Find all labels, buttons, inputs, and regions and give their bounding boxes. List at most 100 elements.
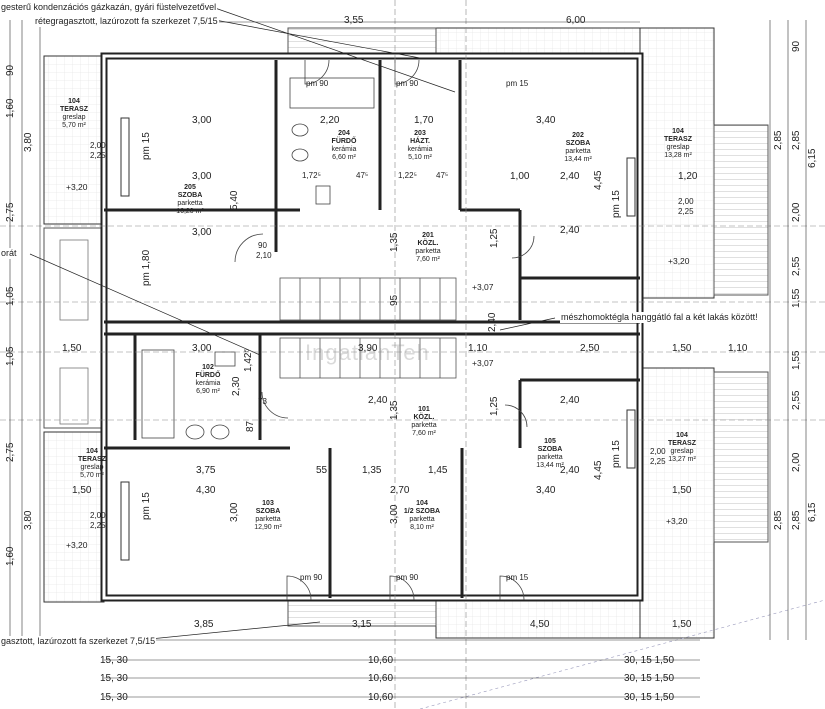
dim-w722: 1,72⁵ xyxy=(302,171,321,180)
level-lower-stair: +3,07 xyxy=(472,358,494,368)
dim-r-0: 90 xyxy=(791,40,802,52)
dim-bot-tl: 1,50 xyxy=(72,485,92,496)
dim-w1425: 1,42⁵ xyxy=(243,348,254,372)
dim-v095: 95 xyxy=(389,294,400,306)
dim-bottom-b: 3,15 xyxy=(352,619,372,630)
dim-bottom-d: 1,50 xyxy=(672,619,692,630)
dim-low-e: 2,40 xyxy=(560,465,580,476)
dim-v300d: 3,00 xyxy=(389,504,400,524)
level-terrace-br: +3,20 xyxy=(666,516,688,526)
note-left-cut: orát xyxy=(0,248,18,259)
dim-door200-br: 2,00 xyxy=(650,447,666,456)
dim-bottom-row1-b: 10,60 xyxy=(368,655,394,666)
dim-top-2: 6,00 xyxy=(566,15,586,26)
dim-r-7: 6,15 xyxy=(807,148,818,168)
dim-d120: 1,20 xyxy=(678,171,698,182)
dim-mid-h: 1,50 xyxy=(62,343,82,354)
dim-r-10: 1,55 xyxy=(791,288,802,308)
dim-bottom-row1-c: 30, 15 1,50 xyxy=(624,655,675,666)
dim-v240: 2,40 xyxy=(560,171,580,182)
pm15-right: pm 15 xyxy=(611,190,622,218)
pm90-bot-1: pm 90 xyxy=(300,573,323,582)
dim-low-240: 2,40 xyxy=(560,395,580,406)
deck-right-bottom xyxy=(713,371,769,543)
dim-w475: 47⁵ xyxy=(356,171,369,180)
dim-l-6: 2,75 xyxy=(5,442,16,462)
dim-v300b: 3,00 xyxy=(192,227,212,238)
dim-bottom-c: 4,50 xyxy=(530,619,550,630)
dim-bot-b: 2,70 xyxy=(390,485,410,496)
dim-top-c: 1,70 xyxy=(414,115,434,126)
dim-mid-a: 3,00 xyxy=(192,343,212,354)
terrace-bottom-left xyxy=(43,431,105,603)
note-beam-top: rétegragasztott, lazúrozott fa szerkezet… xyxy=(34,16,219,27)
dim-r-inner-2: 2,85 xyxy=(773,510,784,530)
dim-v240-stair: 2,40 xyxy=(487,312,498,332)
dim-l-4: 1,05 xyxy=(5,286,16,306)
level-terrace-tl: +3,20 xyxy=(66,182,88,192)
dim-low-a: 3,75 xyxy=(196,465,216,476)
dim-bottom-row2-c: 30, 15 1,50 xyxy=(624,673,675,684)
dim-door225-bl: 2,25 xyxy=(90,521,106,530)
dim-bottom-row3-c: 30, 15 1,50 xyxy=(624,692,675,703)
dim-l-2: 3,80 xyxy=(23,132,34,152)
dim-v135b: 1,35 xyxy=(389,400,400,420)
pm15-left: pm 15 xyxy=(141,132,152,160)
dim-bottom-row3-a: 15, 30 xyxy=(100,692,128,703)
dim-door200-tl: 2,00 xyxy=(90,141,106,150)
dim-v300: 3,00 xyxy=(192,171,212,182)
dim-r-15: 2,00 xyxy=(791,452,802,472)
dim-v240b: 2,40 xyxy=(560,225,580,236)
dim-mid-d: 2,50 xyxy=(580,343,600,354)
dim-door200-bl: 2,00 xyxy=(90,511,106,520)
dim-bottom-row3-b: 10,60 xyxy=(368,692,394,703)
dim-v445b: 4,45 xyxy=(593,460,604,480)
note-beam-bottom: gasztott, lazúrozott fa szerkezet 7,5/15 xyxy=(0,636,157,647)
dim-mid-b: 3,90 xyxy=(358,343,378,354)
dim-bot-a: 4,30 xyxy=(196,485,216,496)
dim-w475b: 47⁵ xyxy=(436,171,449,180)
level-terrace-tr: +3,20 xyxy=(668,256,690,266)
dim-l-0: 90 xyxy=(5,64,16,76)
dim-bot-c: 3,40 xyxy=(536,485,556,496)
dim-low-c: 1,35 xyxy=(362,465,382,476)
dim-bottom-row1-a: 15, 30 xyxy=(100,655,128,666)
dim-door210: 2,10 xyxy=(256,251,272,260)
dim-v125: 1,25 xyxy=(489,228,500,248)
pm180-left: pm 1,80 xyxy=(141,249,152,286)
dim-low-d: 1,45 xyxy=(428,465,448,476)
dim-top-a: 3,00 xyxy=(192,115,212,126)
dim-top-b: 2,20 xyxy=(320,115,340,126)
bathtub-upper xyxy=(289,77,375,109)
bathtub-lower xyxy=(141,349,175,439)
dim-low-b: 55 xyxy=(316,465,328,476)
dim-low-500: 2,40 xyxy=(368,395,388,406)
note-gas-boiler: gesterű kondenzációs gázkazán, gyári füs… xyxy=(0,2,218,13)
dim-r-13: 1,55 xyxy=(791,350,802,370)
pm15-bot: pm 15 xyxy=(506,573,529,582)
dim-v230: 2,30 xyxy=(231,376,242,396)
dim-l-1: 1,60 xyxy=(5,98,16,118)
dim-r-14: 2,55 xyxy=(791,390,802,410)
dim-r-9: 2,55 xyxy=(791,256,802,276)
dim-mid-c: 1,10 xyxy=(468,343,488,354)
dim-bottom-row2-b: 10,60 xyxy=(368,673,394,684)
dim-bottom-row2-a: 15, 30 xyxy=(100,673,128,684)
dim-top-1: 3,55 xyxy=(344,15,364,26)
dim-r-6: 2,85 xyxy=(791,130,802,150)
dim-r-16: 2,85 xyxy=(791,510,802,530)
dim-v125b: 1,25 xyxy=(489,396,500,416)
dim-l-3: 2,75 xyxy=(5,202,16,222)
dim-d100: 1,00 xyxy=(510,171,530,182)
terrace-top-left xyxy=(43,55,105,225)
